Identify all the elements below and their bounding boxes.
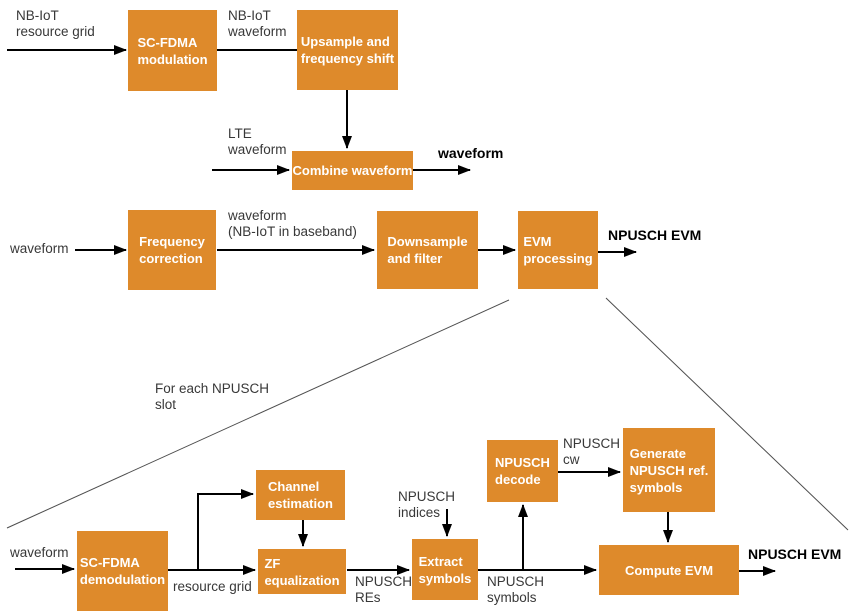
block-frequency-correction: Frequency correction bbox=[128, 210, 216, 290]
block-sc-fdma-modulation-label: SC-FDMA modulation bbox=[137, 34, 208, 67]
label-npusch-indices: NPUSCH indices bbox=[398, 489, 456, 520]
block-compute-evm-label: Compute EVM bbox=[624, 562, 714, 578]
label-npusch-evm-bottom: NPUSCH EVM bbox=[748, 546, 842, 562]
label-lte-waveform: LTE waveform bbox=[228, 126, 287, 157]
block-npusch-decode-label: NPUSCH decode bbox=[495, 455, 550, 487]
block-downsample-filter-label: Downsample and filter bbox=[387, 234, 468, 266]
block-sc-fdma-demodulation: SC-FDMA demodulation bbox=[77, 531, 168, 611]
label-nbiot-resource-grid: NB-IoT resource grid bbox=[16, 8, 95, 39]
arrow-branch-to-channel-estimation bbox=[197, 489, 254, 570]
block-upsample-frequency-shift: Upsample and frequency shift bbox=[297, 10, 398, 90]
block-downsample-filter: Downsample and filter bbox=[377, 211, 478, 289]
block-combine-waveform-label: Combine waveform bbox=[292, 163, 413, 178]
block-extract-symbols-label: Extract symbols bbox=[418, 553, 472, 586]
label-npusch-symbols: NPUSCH symbols bbox=[487, 574, 545, 605]
block-npusch-decode: NPUSCH decode bbox=[487, 440, 558, 502]
label-waveform-baseband: waveform (NB-IoT in baseband) bbox=[228, 208, 357, 239]
block-evm-processing: EVM processing bbox=[518, 211, 598, 289]
block-zf-equalization-label: ZF equalization bbox=[264, 555, 340, 588]
expansion-line-left bbox=[6, 299, 510, 529]
label-npusch-res: NPUSCH REs bbox=[355, 574, 413, 605]
block-compute-evm: Compute EVM bbox=[599, 545, 739, 595]
expansion-line-right bbox=[605, 297, 849, 531]
label-waveform-in: waveform bbox=[10, 241, 69, 256]
label-npusch-evm-top: NPUSCH EVM bbox=[608, 227, 702, 243]
block-generate-npusch-ref-symbols: Generate NPUSCH ref. symbols bbox=[623, 428, 715, 512]
block-channel-estimation-label: Channel estimation bbox=[267, 479, 333, 511]
label-waveform-lower: waveform bbox=[10, 545, 69, 560]
block-combine-waveform: Combine waveform bbox=[292, 151, 413, 190]
block-extract-symbols: Extract symbols bbox=[412, 539, 478, 600]
label-for-each-npusch-slot: For each NPUSCH slot bbox=[155, 381, 270, 412]
block-evm-processing-label: EVM processing bbox=[523, 234, 593, 266]
block-zf-equalization: ZF equalization bbox=[258, 549, 346, 594]
block-sc-fdma-modulation: SC-FDMA modulation bbox=[128, 10, 217, 91]
block-sc-fdma-demodulation-label: SC-FDMA demodulation bbox=[79, 555, 166, 587]
block-upsample-frequency-shift-label: Upsample and frequency shift bbox=[300, 34, 395, 66]
block-channel-estimation: Channel estimation bbox=[256, 470, 345, 520]
label-combined-waveform-out: waveform bbox=[438, 145, 504, 161]
block-generate-npusch-ref-symbols-label: Generate NPUSCH ref. symbols bbox=[629, 445, 709, 495]
label-nbiot-waveform: NB-IoT waveform bbox=[228, 8, 287, 39]
label-resource-grid: resource grid bbox=[173, 579, 252, 594]
label-npusch-cw: NPUSCH cw bbox=[563, 436, 621, 467]
block-frequency-correction-label: Frequency correction bbox=[139, 234, 205, 266]
